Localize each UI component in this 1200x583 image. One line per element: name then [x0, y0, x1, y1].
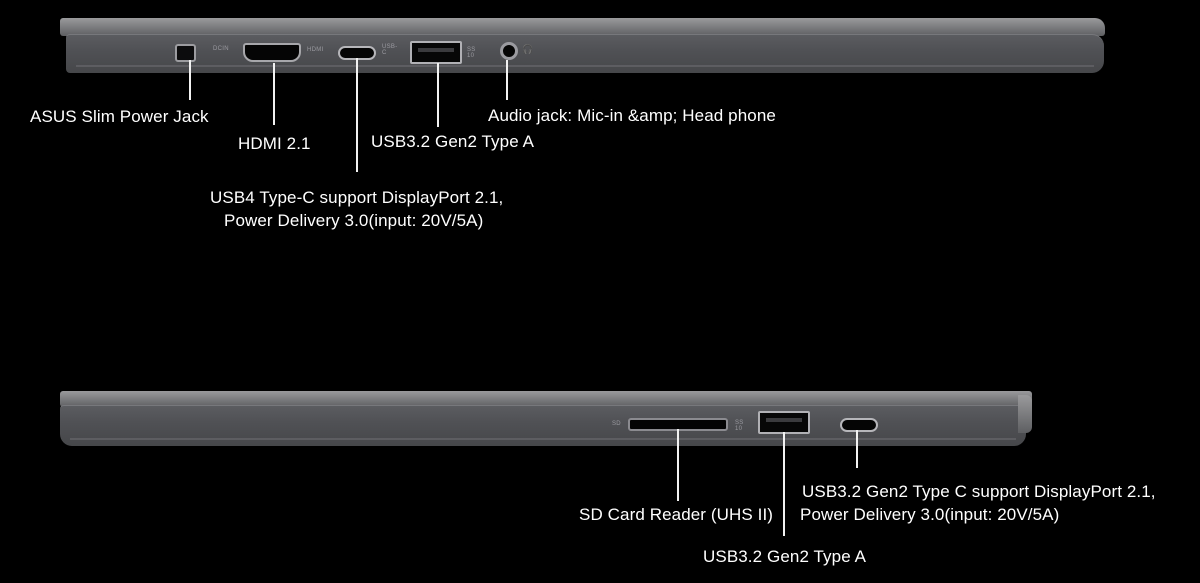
- laptop-base: [66, 34, 1104, 73]
- label-usb4-line1: USB4 Type-C support DisplayPort 2.1,: [210, 188, 504, 207]
- hdmi-port: [243, 43, 301, 62]
- label-hdmi: HDMI 2.1: [238, 134, 311, 153]
- label-audio-jack: Audio jack: Mic-in &amp; Head phone: [488, 106, 776, 125]
- laptop-hinge-bottom: [1018, 395, 1032, 433]
- usba-port-tag: SS 10: [467, 47, 476, 59]
- usbc-port-tag: USB-C: [382, 44, 398, 56]
- label-usba-bottom: USB3.2 Gen2 Type A: [703, 547, 867, 566]
- leader-line-hdmi: [273, 63, 275, 125]
- leader-line-sd: [677, 429, 679, 501]
- audio-jack-port: [500, 42, 518, 60]
- leader-line-usbc-bottom: [856, 430, 858, 468]
- label-power-jack: ASUS Slim Power Jack: [30, 107, 209, 126]
- label-usbc-line1: USB3.2 Gen2 Type C support DisplayPort 2…: [802, 482, 1156, 501]
- laptop-lid: [60, 18, 1105, 36]
- leader-line-usb4: [356, 58, 358, 172]
- label-usb4-line2: Power Delivery 3.0(input: 20V/5A): [224, 211, 484, 230]
- usb-type-a-port-bottom: [758, 411, 810, 434]
- usb-type-a-port: [410, 41, 462, 64]
- usb-type-c-port-bottom: [840, 418, 878, 432]
- leader-line-usba-top: [437, 63, 439, 127]
- label-sd-card-reader: SD Card Reader (UHS II): [579, 505, 774, 524]
- laptop-lid-bottom: [60, 391, 1032, 407]
- headphone-icon: 🎧: [522, 44, 534, 54]
- dc-port-tag: DCIN: [213, 46, 229, 52]
- leader-line-usba-bottom: [783, 432, 785, 536]
- leader-line-power: [189, 60, 191, 100]
- dc-power-jack-port: [175, 44, 196, 62]
- sd-port-tag: SD: [612, 421, 621, 427]
- laptop-base-bottom: [60, 405, 1026, 446]
- leader-line-audio: [506, 60, 508, 100]
- label-usba-top: USB3.2 Gen2 Type A: [371, 132, 535, 151]
- label-usbc-line2: Power Delivery 3.0(input: 20V/5A): [800, 505, 1060, 524]
- usba-port-tag-bottom: SS 10: [735, 420, 744, 432]
- hdmi-port-tag: HDMI: [307, 47, 324, 53]
